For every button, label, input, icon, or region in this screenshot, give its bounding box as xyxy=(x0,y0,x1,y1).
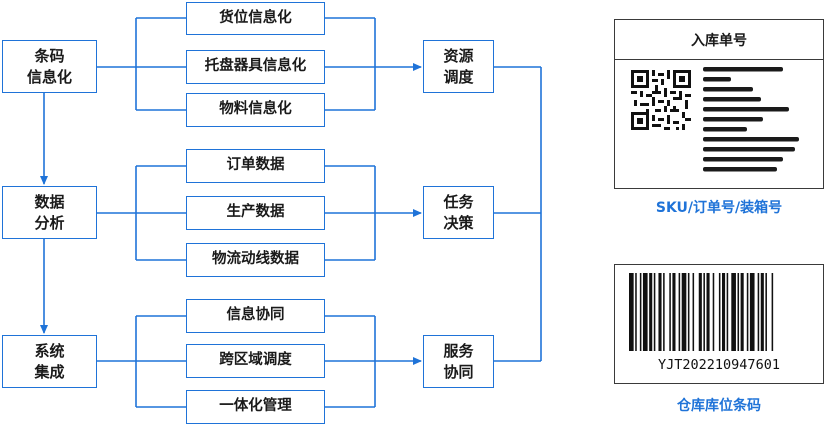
node-order-data: 订单数据 xyxy=(186,149,325,183)
node-production-data: 生产数据 xyxy=(186,196,325,230)
qr-code xyxy=(631,70,691,130)
location-barcode-card: YJT202210947601 xyxy=(614,264,824,384)
barcode xyxy=(629,273,774,351)
location-barcode-caption: 仓库库位条码 xyxy=(677,398,761,414)
node-location-informatization: 货位信息化 xyxy=(186,2,325,35)
text-lines-graphic xyxy=(703,67,799,172)
node-data-analysis: 数据 分析 xyxy=(2,186,97,239)
inbound-label-title: 入库单号 xyxy=(615,20,823,60)
node-service-collaboration: 服务 协同 xyxy=(423,335,494,388)
node-info-collaboration: 信息协同 xyxy=(186,299,325,333)
node-integrated-management: 一体化管理 xyxy=(186,390,325,424)
node-barcode-informatization: 条码 信息化 xyxy=(2,40,97,93)
node-cross-region-dispatch: 跨区域调度 xyxy=(186,344,325,378)
node-resource-dispatch: 资源 调度 xyxy=(423,40,494,93)
node-pallet-informatization: 托盘器具信息化 xyxy=(186,50,325,84)
node-task-decision: 任务 决策 xyxy=(423,186,494,239)
barcode-number: YJT202210947601 xyxy=(658,357,780,373)
node-system-integration: 系统 集成 xyxy=(2,335,97,388)
node-material-informatization: 物料信息化 xyxy=(186,93,325,127)
node-logistics-flow-data: 物流动线数据 xyxy=(186,243,325,277)
inbound-label-card: 入库单号 xyxy=(614,19,824,189)
inbound-label-caption: SKU/订单号/装箱号 xyxy=(655,200,783,216)
